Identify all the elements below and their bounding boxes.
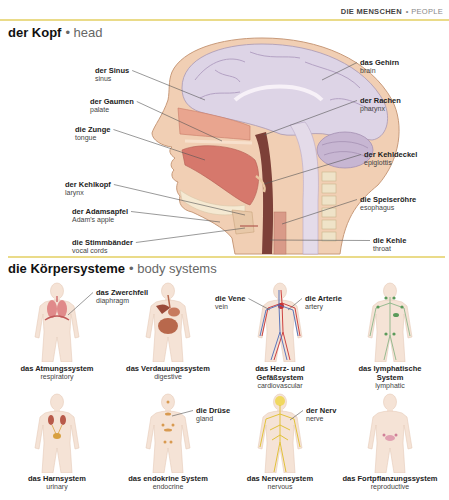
translation-label: throat	[373, 245, 391, 253]
translation-label: lymphatic	[354, 382, 426, 390]
translation-label: palate	[90, 106, 109, 114]
leader-line	[131, 212, 220, 223]
page-header: DIE MENSCHEN	[341, 7, 402, 16]
term-label: das Verdauungssystem	[120, 364, 216, 373]
term-label: der Sinus	[95, 66, 129, 75]
digestive-figure	[146, 283, 190, 362]
translation-label: brain	[360, 67, 376, 75]
leader-line	[264, 101, 357, 136]
translation-label: epiglottis	[364, 159, 392, 167]
leader-line	[114, 185, 245, 216]
respiratory-figure	[35, 283, 79, 362]
translation-label: Adam's apple	[72, 216, 114, 224]
leader-line	[248, 299, 270, 311]
term-label: das endokrine System	[120, 474, 216, 483]
translation-label: tongue	[75, 134, 96, 142]
term-label: der Gaumen	[90, 97, 134, 106]
translation-label: larynx	[65, 189, 84, 197]
section-heading-translation: • body systems	[129, 261, 217, 277]
term-label: die Vene	[215, 294, 245, 303]
term-label: das Gehirn	[360, 58, 399, 67]
section-heading: die Körpersysteme	[8, 261, 125, 277]
translation-label: urinary	[9, 483, 105, 491]
leader-line	[322, 63, 357, 81]
term-label: der Kehldeckel	[364, 150, 417, 159]
term-label: das lymphatische System	[354, 364, 426, 382]
term-label: die Stimmbänder	[72, 238, 133, 247]
leader-line	[282, 200, 357, 225]
rule	[0, 19, 449, 21]
term-label: der Adamsapfel	[72, 207, 128, 216]
term-label: die Kehle	[373, 236, 406, 245]
leader-line	[288, 299, 302, 311]
leader-line	[113, 130, 205, 161]
translation-label: respiratory	[9, 373, 105, 381]
translation-label: esophagus	[360, 204, 394, 212]
term-label: das Herz- und Gefäßsystem	[244, 364, 316, 382]
rule	[8, 256, 445, 258]
translation-label: cardiovascular	[244, 382, 316, 390]
translation-label: sinus	[95, 75, 111, 83]
translation-label: pharynx	[360, 105, 385, 113]
section-heading: der Kopf	[8, 25, 61, 41]
leader-line	[290, 411, 303, 421]
leader-line	[132, 71, 205, 101]
term-label: die Drüse	[196, 406, 230, 415]
term-label: der Nerv	[306, 406, 336, 415]
term-label: die Speiseröhre	[360, 195, 416, 204]
page-header-translation: • PEOPLE	[406, 7, 443, 16]
translation-label: digestive	[120, 373, 216, 381]
cardiovascular-figure	[258, 283, 302, 362]
endocrine-figure	[146, 394, 190, 473]
term-label: die Arterie	[305, 294, 342, 303]
term-label: das Nervensystem	[232, 474, 328, 483]
translation-label: reproductive	[337, 483, 443, 491]
leader-line	[270, 240, 370, 242]
translation-label: diaphragm	[96, 297, 129, 305]
leader-line	[136, 228, 245, 243]
translation-label: vein	[215, 303, 228, 311]
translation-label: vocal cords	[72, 247, 107, 255]
lymphatic-figure	[368, 283, 412, 362]
translation-label: endocrine	[120, 483, 216, 491]
term-label: der Rachen	[360, 96, 401, 105]
translation-label: nerve	[306, 415, 324, 423]
translation-label: nervous	[232, 483, 328, 491]
term-label: die Zunge	[75, 125, 110, 134]
leader-line	[137, 102, 222, 142]
term-label: das Atmungssystem	[9, 364, 105, 373]
translation-label: gland	[196, 415, 213, 423]
nervous-figure	[258, 394, 302, 473]
head-illustration	[152, 38, 399, 254]
urinary-figure	[35, 394, 79, 473]
term-label: der Kehlkopf	[65, 180, 111, 189]
leader-line	[68, 293, 93, 316]
leader-line	[264, 155, 361, 185]
translation-label: artery	[305, 303, 323, 311]
leader-line	[172, 411, 193, 417]
reproductive-figure	[368, 394, 412, 473]
term-label: das Zwerchfell	[96, 288, 148, 297]
section-heading-translation: • head	[65, 25, 102, 41]
term-label: das Fortpflanzungssystem	[337, 474, 443, 483]
term-label: das Harnsystem	[9, 474, 105, 483]
